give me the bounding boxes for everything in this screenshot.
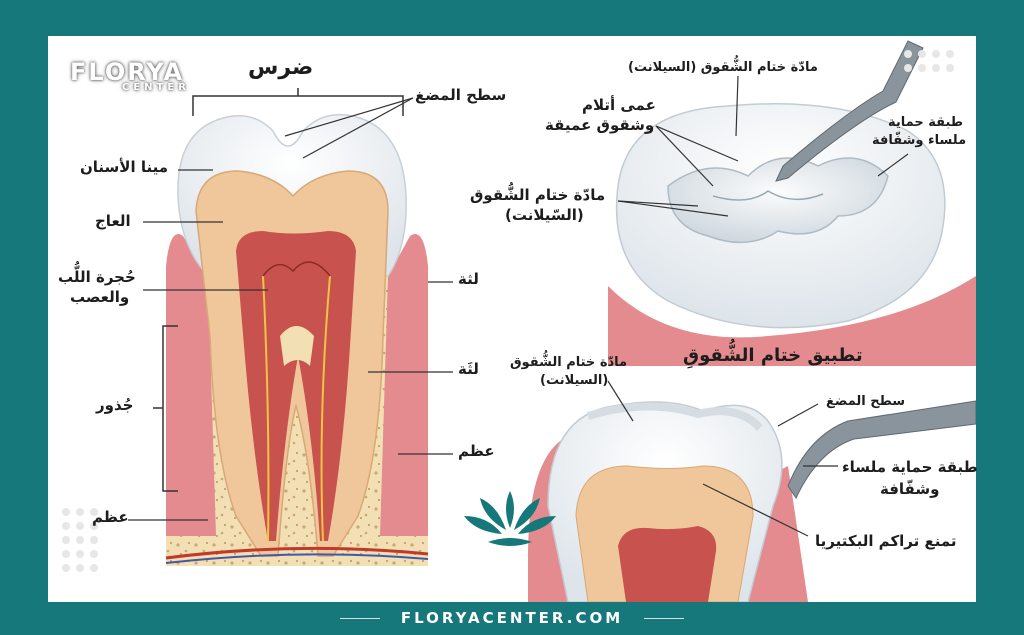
sealant-applicator-2 xyxy=(787,400,976,500)
gum-tissue-right xyxy=(380,234,428,536)
gum-upper-label: لثة xyxy=(458,270,479,288)
sealant-mid-label-line2: (السّيلانت) xyxy=(505,206,584,224)
sealant-layer-side xyxy=(586,402,763,431)
occlusal-surface-right-label: سطح المضغ xyxy=(826,394,906,409)
footer-divider-right xyxy=(644,618,684,619)
deep-grooves-label-line1: عمى أتلام xyxy=(582,96,656,114)
pulp-chamber xyxy=(236,231,356,541)
footer-url[interactable]: FLORYACENTER.COM xyxy=(400,609,624,627)
tooth-title-label: ضرس xyxy=(248,55,314,80)
crown-bracket xyxy=(192,88,404,116)
prevents-bacteria-label: تمنع تراكم البكتيريا xyxy=(815,532,957,550)
sealant-application-view xyxy=(528,380,976,602)
footer-divider-left xyxy=(340,618,380,619)
gum-lower-label: لثَة xyxy=(458,360,479,378)
blood-vessels xyxy=(262,261,331,277)
enamel-label: مينا الأسنان xyxy=(80,158,169,176)
nerve-red xyxy=(262,275,331,542)
dentin-label: العاج xyxy=(95,212,131,230)
sealed-molar-top xyxy=(608,40,976,366)
footer: FLORYACENTER.COM xyxy=(0,602,1024,635)
brand-logo: FLORYA CENTER xyxy=(70,58,190,93)
smooth-layer-bottom-line1: طبقة حماية ملساء xyxy=(842,458,978,476)
occlusal-surface-label: سطح المضغ xyxy=(415,86,507,104)
smooth-layer-top-line2: ملساء وشفّافة xyxy=(872,133,967,148)
molar-side-pulp xyxy=(618,526,717,602)
gum-tissue xyxy=(166,234,216,536)
sealant-applicator xyxy=(775,40,924,182)
smooth-layer-top-line1: طبقة حماية xyxy=(888,115,964,130)
lotus-logo-icon xyxy=(464,491,556,546)
pulp-label-line2: والعصب xyxy=(70,288,130,306)
roots-bracket xyxy=(153,325,178,492)
application-title-label: تطبيق ختام الشُّقوقِ xyxy=(683,345,863,366)
deep-grooves-label-line2: وشقوق عميقة xyxy=(545,116,655,134)
logo-main-text: FLORYA xyxy=(70,58,185,86)
sealant-mid-label-line1: مادّة ختام الشُّقوق xyxy=(470,186,606,204)
roots-label: جُذور xyxy=(96,396,134,414)
vein-base xyxy=(165,553,429,564)
sealant-bottom-label-line1: مادّة ختام الشُّقوق xyxy=(510,355,628,370)
decorative-dots xyxy=(62,50,954,572)
sealant-fissures xyxy=(667,157,889,244)
sealant-bottom-label-line2: (السيلانت) xyxy=(540,373,609,388)
pulp-label-line1: حُجرة اللُّب xyxy=(58,268,136,286)
pulp-inner xyxy=(280,326,314,366)
bone-left-label: عظم xyxy=(92,508,129,526)
nerve-base xyxy=(165,546,429,560)
diagram-svg xyxy=(62,40,976,602)
logo-sub-text: CENTER xyxy=(122,82,190,93)
sealant-top-label: مادّة ختام الشُّقوق (السيلانت) xyxy=(628,60,818,75)
smooth-layer-bottom-line2: وشفّافة xyxy=(880,480,940,498)
illustration-panel xyxy=(48,36,976,602)
bone-right-label: عظم xyxy=(458,442,495,460)
cross-section-tooth xyxy=(128,88,453,566)
